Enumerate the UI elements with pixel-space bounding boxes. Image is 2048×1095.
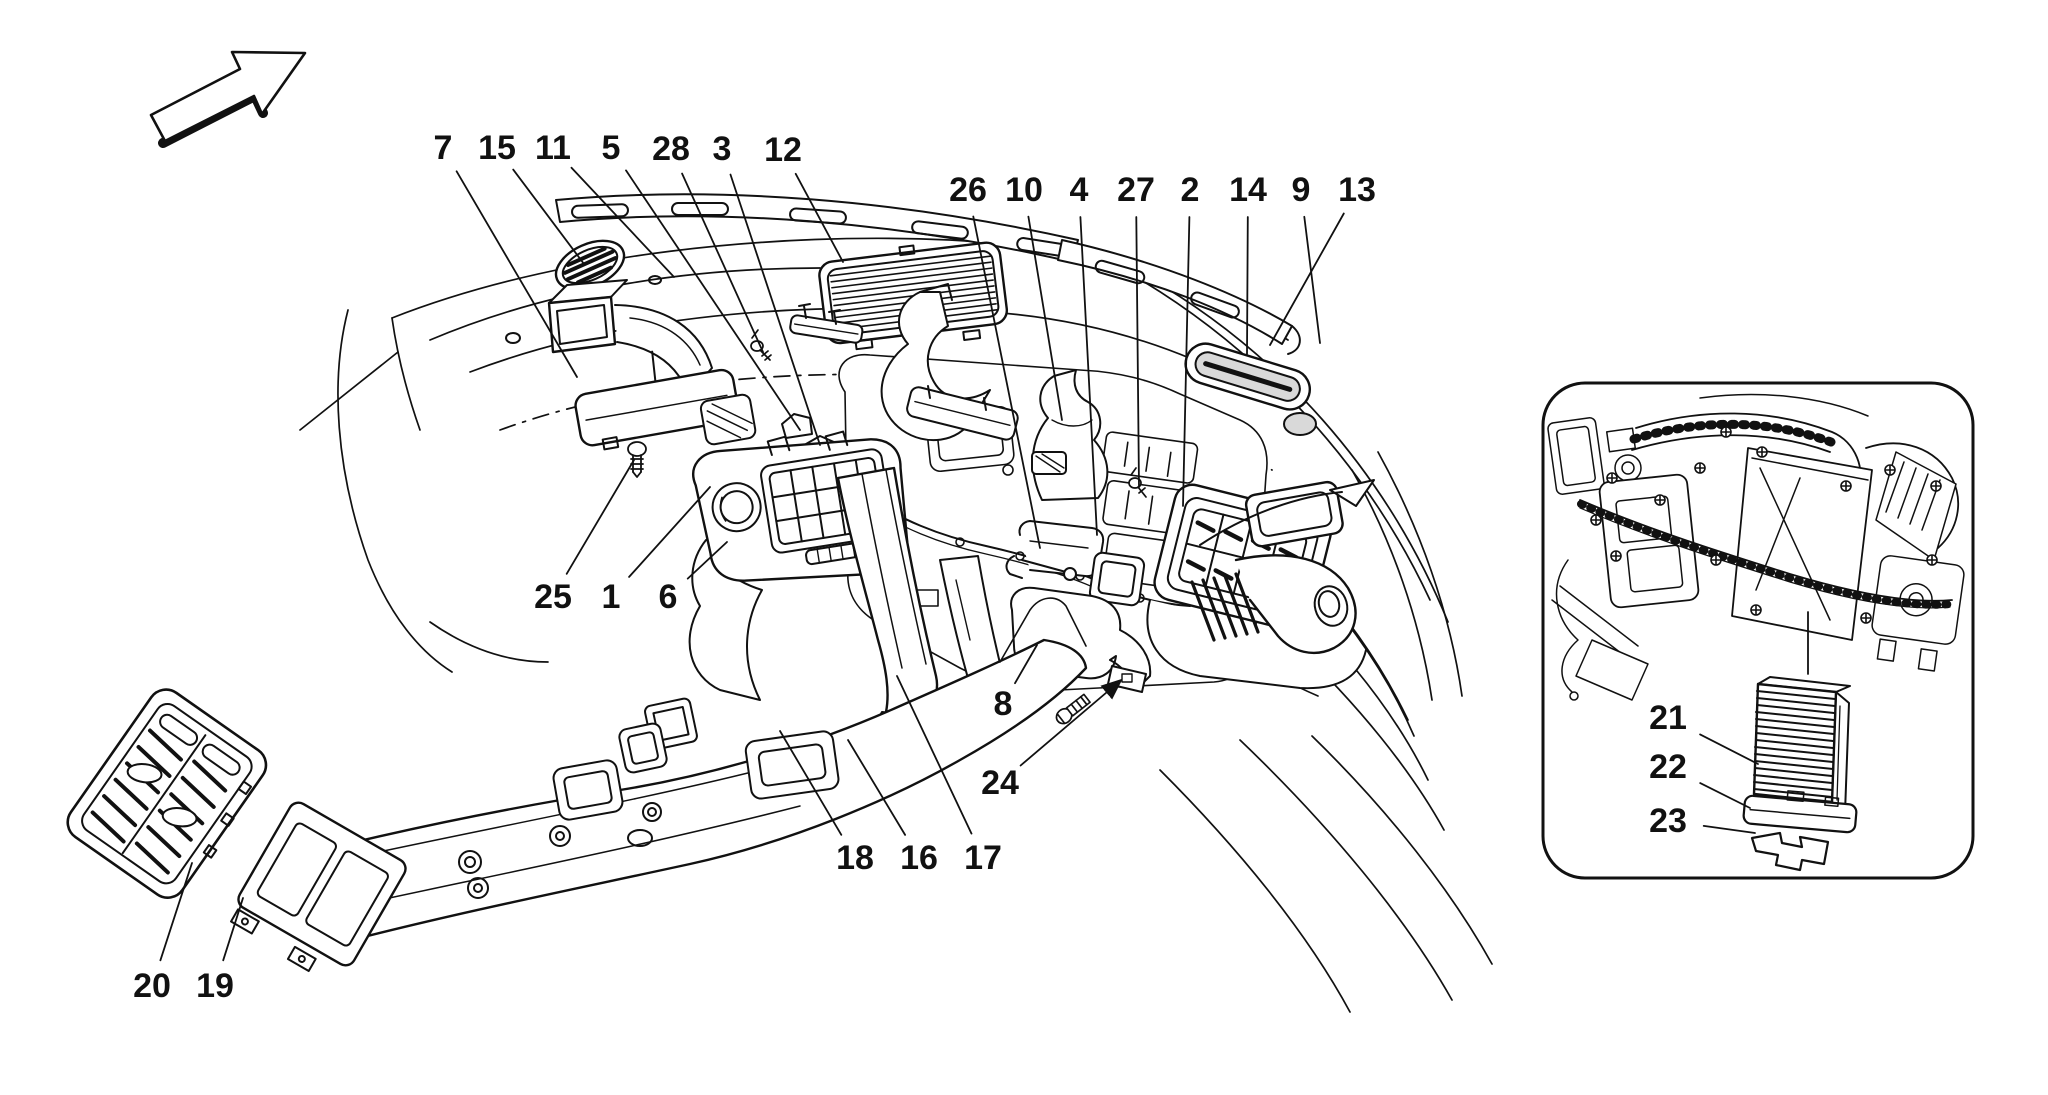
callout-label-20: 20 bbox=[133, 967, 171, 1005]
callout-leader-5 bbox=[625, 169, 801, 431]
dash-hole bbox=[505, 332, 521, 344]
callout-label-26: 26 bbox=[949, 171, 987, 209]
callout-leader-6 bbox=[686, 541, 728, 580]
callout-label-8: 8 bbox=[994, 685, 1013, 723]
callout-leader-11 bbox=[570, 166, 675, 278]
filter-clip-part-23 bbox=[1750, 831, 1830, 872]
right-duct-part bbox=[1199, 479, 1375, 655]
callout-label-10: 10 bbox=[1005, 171, 1043, 209]
callout-label-3: 3 bbox=[713, 130, 732, 168]
callout-leader-12 bbox=[794, 172, 844, 263]
callout-label-28: 28 bbox=[652, 130, 690, 168]
gasket-frame-part bbox=[1005, 520, 1146, 607]
callout-label-18: 18 bbox=[836, 839, 874, 877]
callout-label-9: 9 bbox=[1292, 171, 1311, 209]
callout-label-2: 2 bbox=[1181, 171, 1200, 209]
callout-leader-13 bbox=[1269, 212, 1345, 346]
callout-leader-2 bbox=[1182, 216, 1191, 507]
side-demister-duct-part bbox=[547, 279, 713, 395]
callout-label-24: 24 bbox=[981, 764, 1019, 802]
callout-leader-21 bbox=[1699, 733, 1759, 765]
callout-leader-8 bbox=[1014, 644, 1038, 685]
callout-leader-27 bbox=[1135, 216, 1140, 488]
lateral-deflector-part bbox=[574, 350, 757, 451]
callout-label-22: 22 bbox=[1649, 748, 1687, 786]
bolt-24 bbox=[1055, 693, 1091, 725]
dash-hole bbox=[648, 275, 662, 285]
callout-label-7: 7 bbox=[434, 129, 453, 167]
inset-hvac-assembly-drawing bbox=[1547, 393, 1965, 701]
callout-leader-16 bbox=[847, 739, 906, 836]
side-vent-oval-part bbox=[554, 239, 626, 291]
forward-direction-arrow-icon bbox=[149, 50, 307, 148]
callout-label-14: 14 bbox=[1229, 171, 1267, 209]
callout-label-6: 6 bbox=[659, 578, 678, 616]
callout-leader-10 bbox=[1027, 215, 1063, 421]
callout-leader-17 bbox=[896, 675, 973, 835]
callout-label-15: 15 bbox=[478, 129, 516, 167]
screw-28 bbox=[750, 329, 772, 361]
callout-leader-1 bbox=[628, 486, 711, 578]
callout-leader-7 bbox=[455, 170, 578, 378]
callout-leader-23 bbox=[1702, 825, 1756, 834]
callout-leader-4 bbox=[1079, 216, 1098, 536]
callout-leader-14 bbox=[1246, 216, 1249, 355]
callout-label-11: 11 bbox=[535, 129, 571, 167]
callout-leader-18 bbox=[779, 730, 843, 836]
callout-label-4: 4 bbox=[1070, 171, 1089, 209]
callout-label-1: 1 bbox=[602, 578, 621, 616]
callout-leader-26 bbox=[972, 215, 1041, 549]
duct-adapter-part-19 bbox=[230, 801, 407, 973]
callout-label-12: 12 bbox=[764, 131, 802, 169]
callout-leader-15 bbox=[512, 168, 585, 265]
callout-leader-25 bbox=[565, 459, 635, 575]
callout-leader-28 bbox=[681, 172, 764, 353]
callout-leader-9 bbox=[1303, 215, 1321, 344]
callout-label-23: 23 bbox=[1649, 802, 1687, 840]
callout-label-27: 27 bbox=[1117, 171, 1155, 209]
callout-label-16: 16 bbox=[900, 839, 938, 877]
defroster-grille-part bbox=[818, 241, 1009, 351]
demister-elbow-part bbox=[1031, 369, 1109, 501]
callout-leader-22 bbox=[1699, 782, 1751, 809]
callout-label-19: 19 bbox=[196, 967, 234, 1005]
cabin-filter-part-21 bbox=[1752, 676, 1851, 814]
callout-label-21: 21 bbox=[1649, 699, 1687, 737]
inset-detail-box bbox=[1541, 381, 1975, 880]
callout-label-5: 5 bbox=[602, 129, 621, 167]
dash-top-rail-drawing bbox=[555, 193, 1301, 355]
console-vent-part-20 bbox=[66, 688, 268, 899]
callout-leader-3 bbox=[729, 173, 821, 446]
callout-leader-20 bbox=[159, 862, 193, 962]
screw-25 bbox=[627, 441, 647, 478]
screw-27 bbox=[1128, 467, 1147, 498]
grommet-disc bbox=[1283, 412, 1317, 436]
callout-label-17: 17 bbox=[964, 839, 1002, 877]
callout-leader-19 bbox=[222, 897, 244, 962]
floor-duct-part bbox=[322, 597, 1088, 944]
callout-label-13: 13 bbox=[1338, 171, 1376, 209]
filter-cover-part-22 bbox=[1742, 790, 1858, 834]
callout-leader-24 bbox=[1019, 678, 1123, 767]
callout-label-25: 25 bbox=[534, 578, 572, 616]
